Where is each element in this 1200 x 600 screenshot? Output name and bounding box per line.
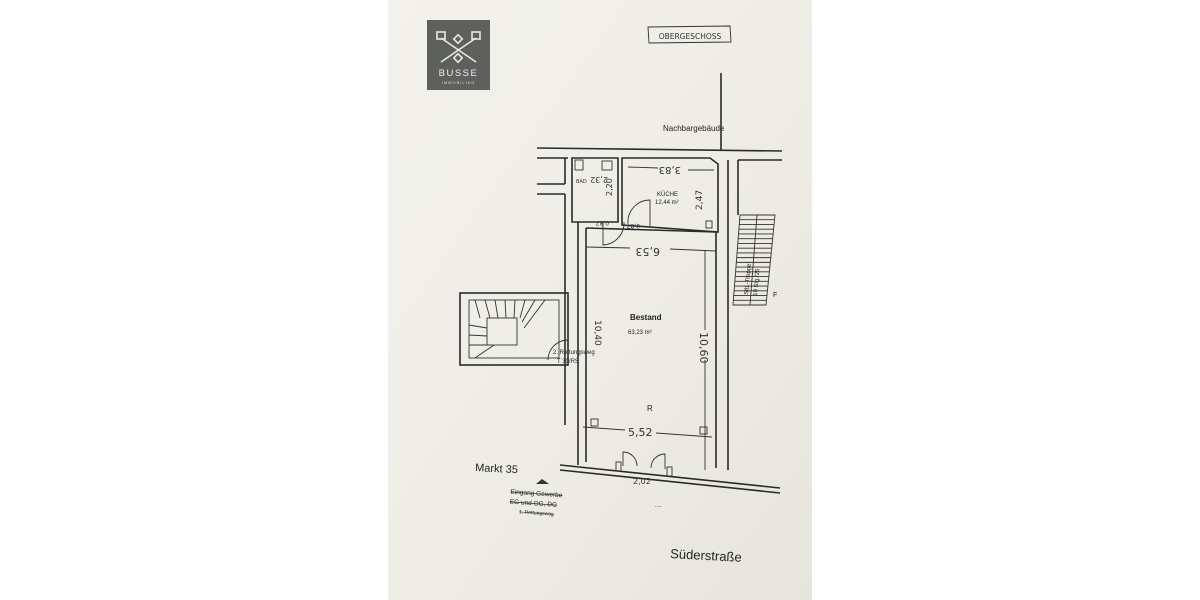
kueche-width: 3,83 xyxy=(659,164,681,175)
staircase-left xyxy=(459,292,569,366)
kueche-area: 12,44 m² xyxy=(655,200,679,206)
neighbor-label: Nachbargebäude xyxy=(663,124,725,133)
bestand-length-right: 10,60 xyxy=(697,332,710,364)
stairs-right-line2: 19 Stg./25 xyxy=(753,268,761,296)
logo-name: BUSSE xyxy=(439,68,479,79)
toilet-icon xyxy=(574,159,584,171)
address-label: Markt 35 xyxy=(475,462,518,476)
floor-label: OBERGESCHOSS xyxy=(659,32,722,41)
ellipsis-mark: .... xyxy=(655,503,662,509)
entrance-note-3: 1. Rettungsweg xyxy=(519,509,554,517)
street-label: Süderstraße xyxy=(670,546,742,565)
bad-length: 2,20 xyxy=(605,178,614,196)
shower-icon xyxy=(601,160,613,171)
bestand-area: 63,23 m² xyxy=(628,330,652,336)
escape-route-line1: 2. Rettungsweg xyxy=(553,350,595,356)
bestand-length-left: 10,40 xyxy=(592,320,602,346)
bad-door: 0,87 xyxy=(595,219,609,226)
stairs-right-line1: Stb.-Treppe xyxy=(744,263,753,296)
staircase-right xyxy=(732,214,776,306)
kueche-door: 0,87 xyxy=(626,222,640,229)
bestand-width-top: 6,53 xyxy=(636,245,661,258)
entrance-note-1: Eingang Gewerbe xyxy=(510,489,563,500)
bad-width: 2,32 xyxy=(590,175,608,184)
busse-logo: BUSSE IMMOBILIEN xyxy=(427,20,490,90)
walls xyxy=(536,147,783,494)
logo-subtitle: IMMOBILIEN xyxy=(442,80,476,85)
doors xyxy=(547,199,666,469)
marker-f: F xyxy=(773,292,777,299)
entrance-door-width: 2,02 xyxy=(633,477,651,486)
bad-label: BAD xyxy=(576,179,587,185)
escape-route-line2: T 30/RS xyxy=(557,359,579,365)
entrance-note-2: EG und OG, DG xyxy=(510,499,558,509)
bestand-label: Bestand xyxy=(630,313,662,322)
floor-label-box: OBERGESCHOSS xyxy=(647,25,732,44)
entrance-arrow-icon xyxy=(536,479,549,484)
kueche-label: KÜCHE xyxy=(657,191,678,198)
kueche-length: 2,47 xyxy=(695,190,705,210)
bestand-width-bottom: 5,52 xyxy=(628,426,653,439)
bestand-marker: R xyxy=(647,404,653,413)
